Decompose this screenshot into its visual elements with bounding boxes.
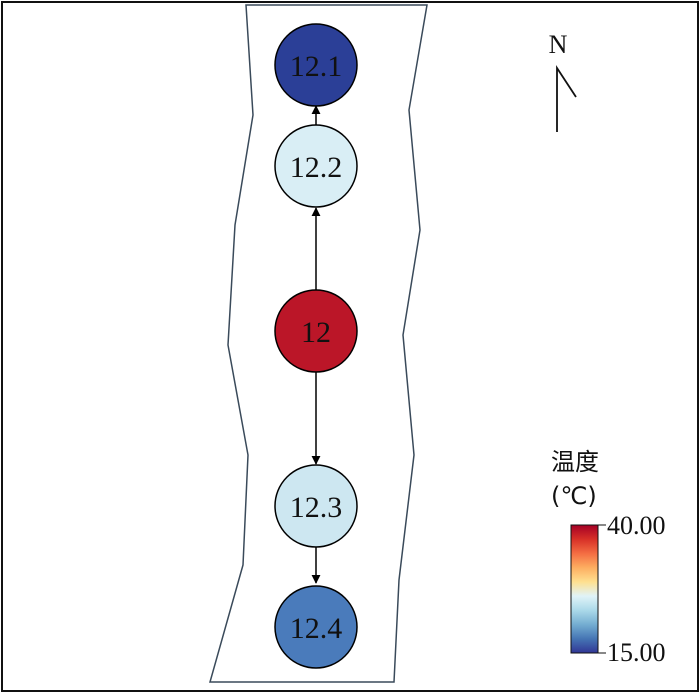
node-12.3[interactable]: 12.3	[274, 464, 358, 548]
node-circle	[274, 124, 358, 208]
node-12.2[interactable]: 12.2	[274, 124, 358, 208]
legend-min-label: 15.00	[607, 638, 666, 667]
node-12[interactable]: 12	[274, 289, 358, 373]
node-12.4[interactable]: 12.4	[274, 585, 358, 669]
legend-title-line1: 温度	[551, 448, 599, 476]
node-label: 12.2	[290, 151, 343, 184]
north-arrow-icon	[556, 64, 577, 132]
node-label: 12.3	[290, 491, 343, 524]
node-circle	[274, 464, 358, 548]
north-arrow: N	[549, 30, 577, 132]
node-circle	[274, 585, 358, 669]
node-label: 12	[301, 316, 331, 349]
node-circle	[274, 23, 358, 107]
node-circle	[274, 289, 358, 373]
legend-color-ramp	[570, 524, 599, 654]
temperature-legend: 温度 (℃) 40.00 15.00	[551, 448, 666, 667]
node-12.1[interactable]: 12.1	[274, 23, 358, 107]
node-label: 12.1	[290, 50, 343, 83]
node-label: 12.4	[290, 612, 343, 645]
legend-title-line2: (℃)	[551, 482, 597, 510]
legend-max-label: 40.00	[607, 511, 666, 540]
north-label: N	[549, 30, 568, 59]
